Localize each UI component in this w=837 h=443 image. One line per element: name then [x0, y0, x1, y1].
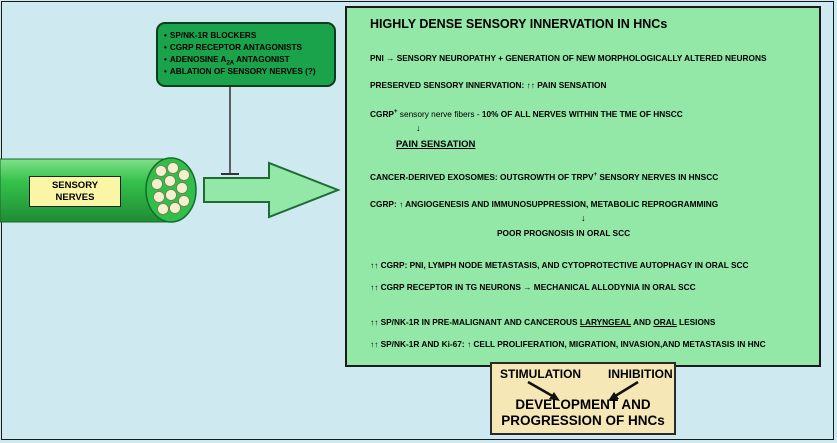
finding-cgrp-fibers: CGRP+ sensory nerve fibers - 10% OF ALL … [370, 109, 683, 119]
outcome-arrows [527, 380, 639, 401]
stimulation-label: STIMULATION [500, 367, 582, 381]
inhibitor-item: SP/NK-1R BLOCKERS [164, 30, 328, 42]
down-arrow: ↓ [416, 123, 421, 133]
inhibitor-box: SP/NK-1R BLOCKERS CGRP RECEPTOR ANTAGONI… [156, 22, 336, 87]
panel-title: HIGHLY DENSE SENSORY INNERVATION IN HNCs [370, 17, 668, 31]
innervation-panel: HIGHLY DENSE SENSORY INNERVATION IN HNCs… [345, 6, 821, 367]
outcome-line-1: DEVELOPMENT AND [515, 397, 651, 412]
finding-pni: PNI → SENSORY NEUROPATHY + GENERATION OF… [370, 53, 767, 63]
outcome-line-2: PROGRESSION OF HNCs [501, 413, 665, 428]
outcome-text: DEVELOPMENT AND PROGRESSION OF HNCs [492, 397, 674, 429]
down-arrow: ↓ [581, 213, 586, 223]
sensory-nerves-label: SENSORY NERVES [29, 176, 121, 207]
finding-preserved-innervation: PRESERVED SENSORY INNERVATION: ↑↑ PAIN S… [370, 80, 607, 90]
inhibitor-item: ABLATION OF SENSORY NERVES (?) [164, 66, 328, 78]
finding-exosomes: CANCER-DERIVED EXOSOMES: OUTGROWTH OF TR… [370, 172, 719, 182]
finding-cgrp-receptor: ↑↑ CGRP RECEPTOR IN TG NEURONS → MECHANI… [370, 282, 696, 292]
inhibitor-item: CGRP RECEPTOR ANTAGONISTS [164, 42, 328, 54]
finding-sp-nk1r-ki67: ↑↑ SP/NK-1R AND Ki-67: ↑ CELL PROLIFERAT… [370, 339, 766, 349]
inhibition-label: INHIBITION [608, 367, 673, 381]
pain-sensation: PAIN SENSATION [396, 139, 476, 150]
poor-prognosis: POOR PROGNOSIS IN ORAL SCC [497, 228, 631, 238]
outcome-box: STIMULATION INHIBITION DEVELOPMENT AND P… [490, 362, 676, 435]
finding-cgrp-angiogenesis: CGRP: ↑ ANGIOGENESIS AND IMMUNOSUPPRESSI… [370, 199, 719, 209]
finding-sp-nk1r: ↑↑ SP/NK-1R IN PRE-MALIGNANT AND CANCERO… [370, 317, 716, 327]
inhibitor-item-adenosine: ADENOSINE A2A ANTAGONIST [164, 54, 328, 67]
stimulation-arrow [203, 161, 341, 219]
nerve-fascicles [151, 162, 190, 215]
finding-cgrp-pni: ↑↑ CGRP: PNI, LYMPH NODE METASTASIS, AND… [370, 260, 749, 270]
